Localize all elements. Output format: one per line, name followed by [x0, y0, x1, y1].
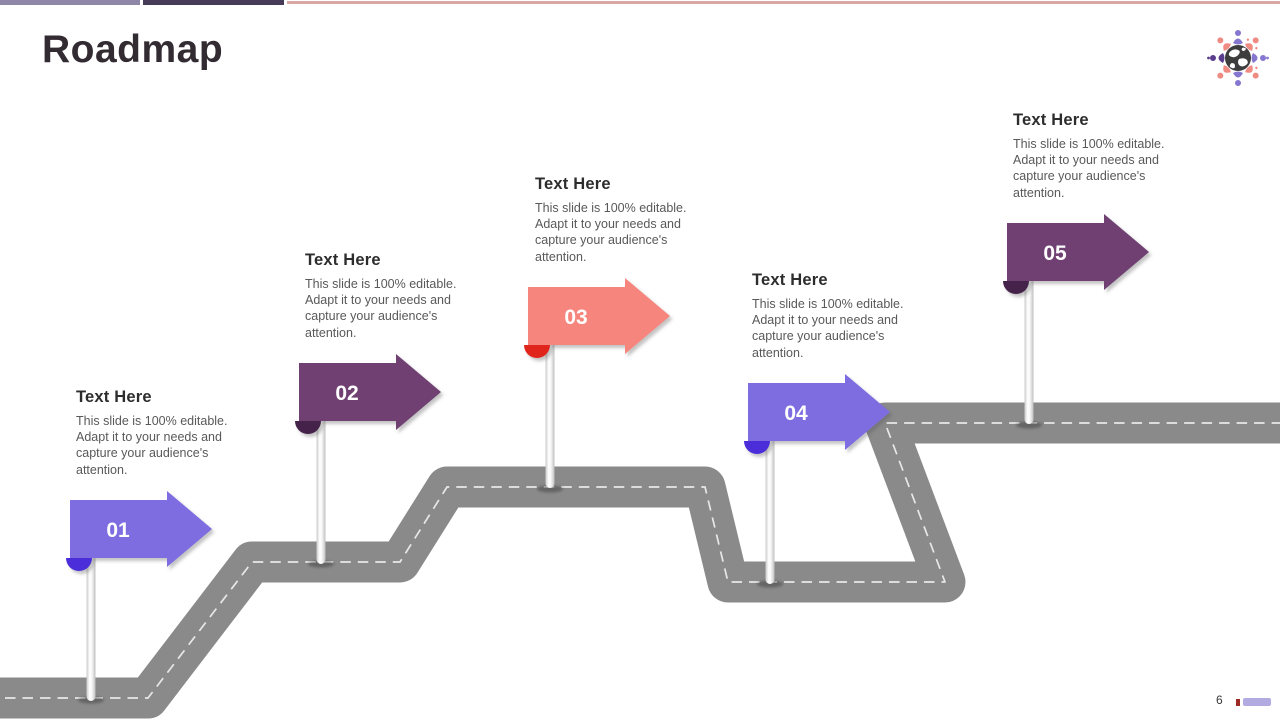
milestone-03: 03 — [524, 278, 670, 493]
milestone-04: 04 — [744, 374, 890, 588]
milestone-05: 05 — [1003, 214, 1149, 429]
milestone-body: This slide is 100% editable. Adapt it to… — [305, 277, 457, 340]
ribbon-curl — [524, 345, 550, 358]
arrow-sign — [528, 278, 670, 354]
milestone-02: 02 — [295, 354, 441, 568]
topbar-segment-1 — [0, 0, 140, 5]
signpost-pole — [545, 327, 555, 488]
globe-continents — [1228, 47, 1248, 69]
milestone-01: 01 — [66, 491, 212, 704]
ribbon-curl — [1003, 281, 1029, 294]
arrow-sign — [1007, 214, 1149, 290]
milestone-title: Text Here — [535, 175, 611, 193]
ribbon-curl — [66, 558, 92, 571]
footer-red-mark — [1236, 699, 1240, 706]
signpost-pole — [316, 403, 326, 564]
milestone-02-text: Text Here This slide is 100% editable. A… — [305, 251, 471, 341]
milestone-body: This slide is 100% editable. Adapt it to… — [1013, 137, 1165, 200]
arrow-sign — [299, 354, 441, 430]
milestone-number: 05 — [1043, 242, 1067, 265]
signpost-pole — [765, 423, 775, 584]
road-centerline — [0, 422, 1280, 699]
arrow-sign — [748, 374, 890, 450]
page-title: Roadmap — [42, 28, 224, 71]
pole-shadow — [537, 485, 563, 493]
milestone-body: This slide is 100% editable. Adapt it to… — [752, 297, 904, 360]
milestone-01-text: Text Here This slide is 100% editable. A… — [76, 388, 242, 478]
page-number: 6 — [1216, 693, 1223, 707]
ribbon-curl — [744, 441, 770, 454]
logo-people — [1207, 30, 1269, 86]
milestone-number: 04 — [784, 402, 808, 425]
milestone-body: This slide is 100% editable. Adapt it to… — [535, 201, 687, 264]
milestone-04-text: Text Here This slide is 100% editable. A… — [752, 271, 918, 361]
milestone-title: Text Here — [76, 388, 152, 406]
topbar-segment-2 — [143, 0, 284, 5]
topbar-segment-3 — [287, 1, 1280, 4]
milestone-title: Text Here — [305, 251, 381, 269]
signpost-pole — [86, 540, 96, 701]
footer-purple-mark — [1243, 698, 1271, 706]
milestone-03-text: Text Here This slide is 100% editable. A… — [535, 175, 701, 265]
arrow-sign — [70, 491, 212, 567]
milestone-body: This slide is 100% editable. Adapt it to… — [76, 414, 228, 477]
ribbon-curl — [295, 421, 321, 434]
milestone-number: 01 — [106, 519, 130, 542]
pole-shadow — [1016, 421, 1042, 429]
milestone-title: Text Here — [752, 271, 828, 289]
globe-people-logo-icon — [1207, 30, 1269, 86]
milestone-number: 02 — [335, 382, 358, 405]
signpost-pole — [1024, 263, 1034, 424]
milestone-number: 03 — [564, 306, 587, 329]
milestone-title: Text Here — [1013, 111, 1089, 129]
milestone-05-text: Text Here This slide is 100% editable. A… — [1013, 111, 1179, 201]
